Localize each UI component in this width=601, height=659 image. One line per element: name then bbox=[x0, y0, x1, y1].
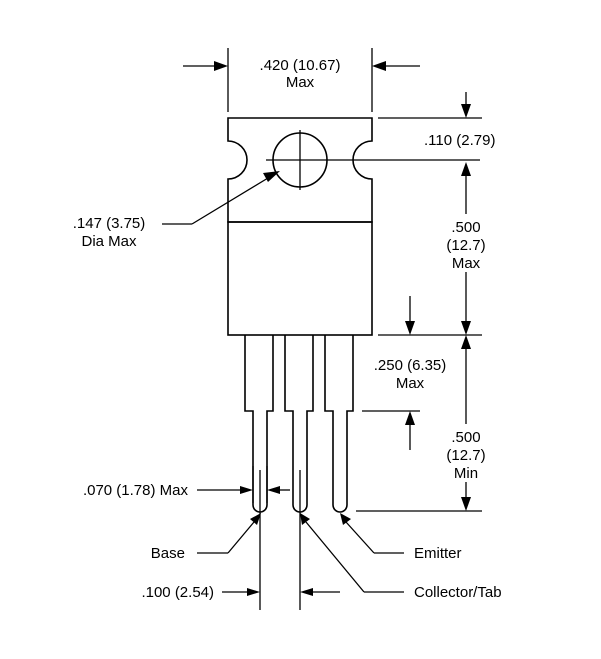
lead-emitter bbox=[324, 335, 354, 513]
tab-offset-label: .110 (2.79) bbox=[424, 132, 495, 149]
lead-collector bbox=[284, 335, 314, 513]
hole-leader-diagonal bbox=[191, 177, 269, 225]
emitter-leader-arrowhead bbox=[340, 513, 351, 525]
body-height-label-1: .500 bbox=[451, 219, 480, 236]
base-leader-d bbox=[227, 521, 255, 554]
hole-leader-arrowhead bbox=[263, 171, 280, 182]
pitch-arrowhead-right bbox=[300, 588, 313, 596]
lead-width-arrowhead-right bbox=[267, 486, 280, 494]
emitter-leader-d bbox=[345, 521, 375, 554]
lead-length-label-2: (12.7) bbox=[446, 447, 485, 464]
pitch-label: .100 (2.54) bbox=[141, 584, 214, 601]
lead-length-label-1: .500 bbox=[451, 429, 480, 446]
body-height-label-2: (12.7) bbox=[446, 237, 485, 254]
lead-length-arrowhead-bottom bbox=[461, 497, 471, 511]
width-arrowhead-left bbox=[214, 61, 228, 71]
lead-base bbox=[244, 335, 274, 513]
body-height-label-bg bbox=[444, 214, 488, 272]
shoulder-label-2: Max bbox=[396, 375, 425, 392]
package-body-outline bbox=[227, 221, 373, 336]
lead-length-label-bg bbox=[444, 424, 488, 482]
collector-leader-arrowhead bbox=[300, 513, 310, 525]
body-height-arrowhead-bottom bbox=[461, 321, 471, 335]
width-dimension-label: .420 (10.67) bbox=[260, 57, 341, 74]
tab-offset-arrowhead bbox=[461, 104, 471, 118]
pin-label-collector: Collector/Tab bbox=[414, 584, 502, 601]
base-leader-arrowhead bbox=[250, 513, 261, 525]
pitch-arrowhead-left bbox=[247, 588, 260, 596]
pin-label-emitter: Emitter bbox=[414, 545, 462, 562]
lead-width-arrowhead-left bbox=[240, 486, 253, 494]
shoulder-arrowhead-top bbox=[405, 321, 415, 335]
width-arrowhead-right bbox=[372, 61, 386, 71]
lead-length-arrowhead-top bbox=[461, 335, 471, 349]
collector-leader-d bbox=[305, 521, 365, 593]
pin-label-base: Base bbox=[151, 545, 185, 562]
body-height-label-3: Max bbox=[452, 255, 481, 272]
width-dimension-max: Max bbox=[286, 74, 315, 91]
shoulder-label-1: .250 (6.35) bbox=[374, 357, 447, 374]
shoulder-arrowhead-bottom bbox=[405, 411, 415, 425]
hole-dia-label-2: Dia Max bbox=[81, 233, 137, 250]
lead-length-label-3: Min bbox=[454, 465, 478, 482]
body-height-arrowhead-top bbox=[461, 162, 471, 176]
hole-dia-label-1: .147 (3.75) bbox=[73, 215, 146, 232]
lead-width-label: .070 (1.78) Max bbox=[83, 482, 189, 499]
